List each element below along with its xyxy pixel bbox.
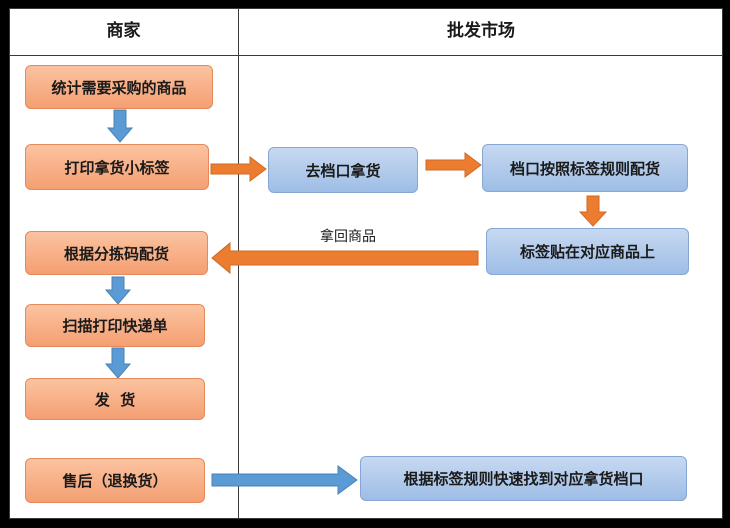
step-attach-labels: 标签贴在对应商品上 [486,228,689,275]
arrow-down-3 [104,347,132,379]
step-print-waybill: 扫描打印快递单 [25,304,205,347]
step-ship: 发 货 [25,378,205,420]
arrow-left-return [211,241,479,275]
step-sort-by-code: 根据分拣码配货 [25,231,208,275]
step-after-sales: 售后（退换货） [25,458,205,503]
arrow-down-1 [106,109,134,143]
arrow-right-1 [210,156,267,182]
column-header-merchant: 商家 [106,21,141,41]
step-stall-prepares-goods: 档口按照标签规则配货 [482,144,688,192]
step-print-labels: 打印拿货小标签 [25,144,209,190]
step-find-stall-quickly: 根据标签规则快速找到对应拿货档口 [360,456,687,501]
column-header-market: 批发市场 [447,21,515,41]
arrow-right-aftersales [211,465,358,495]
step-go-to-stall: 去档口拿货 [268,147,418,193]
header-divider [9,55,723,56]
arrow-down-market [578,195,608,227]
arrow-right-2 [425,152,482,178]
edge-label-return-goods: 拿回商品 [320,229,376,245]
step-count-products: 统计需要采购的商品 [25,65,213,109]
arrow-down-2 [104,276,132,305]
